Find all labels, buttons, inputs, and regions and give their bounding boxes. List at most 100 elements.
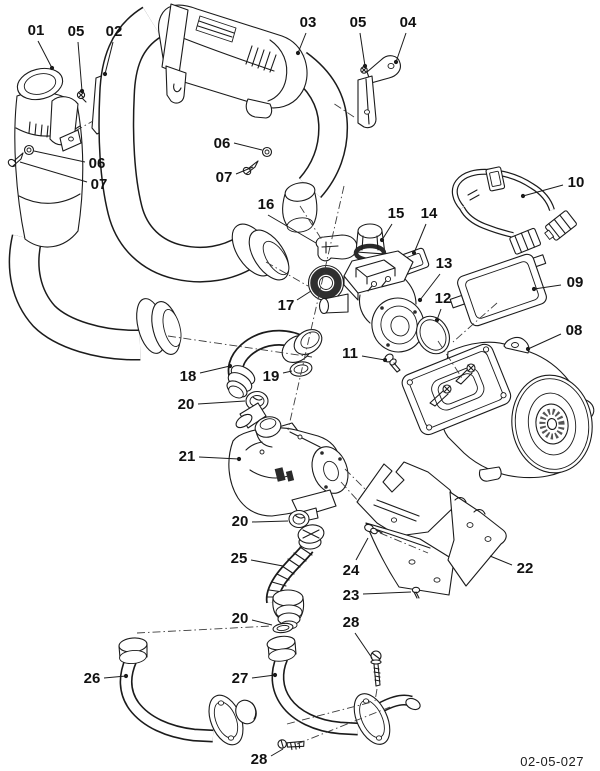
part-28-screw-lower (277, 739, 305, 751)
callout-end-dot (531, 286, 537, 292)
callout-14: 14 (411, 205, 438, 256)
part-15-cap (353, 223, 387, 263)
callout-end-dot (49, 65, 55, 71)
part-17-seal (307, 264, 345, 302)
callout-11: 11 (342, 345, 388, 363)
part-21-heater-unit (228, 402, 349, 523)
callout-03: 03 (295, 14, 316, 56)
part-13-housing (318, 250, 425, 353)
callout-leader-line (235, 166, 254, 175)
callout-leader-line (267, 214, 317, 244)
callout-label-16: 16 (258, 196, 275, 213)
callout-label-17: 17 (278, 297, 295, 314)
callout-27: 27 (232, 670, 278, 687)
part-10-harness (451, 166, 577, 255)
callout-label-05: 05 (68, 23, 85, 40)
callout-leader-line (395, 32, 407, 63)
callout-leader-line (381, 223, 393, 241)
callout-06: 06 (214, 135, 263, 152)
callout-leader-line (103, 675, 127, 679)
part-19-oring (289, 361, 313, 377)
callout-end-dot (393, 59, 399, 65)
callout-end-dot (382, 357, 388, 363)
callout-01: 01 (28, 22, 55, 71)
callout-end-dot (295, 50, 301, 56)
callout-leader-line (77, 41, 83, 92)
callout-end-dot (102, 71, 108, 77)
callout-leader-line (533, 284, 562, 290)
callout-label-15: 15 (388, 205, 405, 222)
callout-leader-line (19, 161, 88, 183)
callout-22: 22 (489, 555, 534, 577)
callout-leader-line (251, 674, 276, 679)
callout-20: 20 (232, 610, 273, 627)
callout-04: 04 (393, 14, 417, 65)
callout-leader-line (419, 273, 441, 301)
part-07-screw-left (7, 152, 24, 168)
callout-leader-line (199, 365, 231, 374)
callout-21: 21 (179, 448, 242, 465)
part-20-ring-lower (272, 622, 294, 634)
callout-label-04: 04 (400, 14, 417, 31)
callout-label-28: 28 (251, 751, 268, 768)
callout-20: 20 (178, 396, 246, 413)
callout-label-27: 27 (232, 670, 249, 687)
callout-leader-line (250, 559, 284, 567)
callout-label-25: 25 (231, 550, 248, 567)
callout-label-06: 06 (214, 135, 231, 152)
callout-leader-line (37, 40, 53, 69)
callout-end-dot (123, 673, 129, 679)
assembly-axes (74, 102, 498, 745)
callout-20: 20 (232, 513, 289, 530)
callout-leader-line (233, 142, 263, 151)
callout-leader-line (296, 290, 312, 301)
callout-24: 24 (343, 537, 369, 579)
callout-label-20: 20 (232, 513, 249, 530)
part-04-bracket (357, 55, 401, 129)
callout-end-dot (411, 250, 417, 256)
callout-label-07: 07 (91, 176, 108, 193)
callout-leader-line (33, 150, 86, 163)
callout-label-20: 20 (232, 610, 249, 627)
part-06-washer-center (261, 146, 273, 158)
callout-leader-line (198, 456, 240, 460)
callout-28: 28 (343, 614, 373, 659)
callout-13: 13 (417, 255, 453, 303)
callout-label-21: 21 (179, 448, 196, 465)
callout-09: 09 (531, 274, 584, 292)
part-25-flex-hose (265, 524, 325, 630)
part-26-pipe (118, 637, 257, 746)
callout-end-dot (236, 456, 242, 462)
callout-label-13: 13 (436, 255, 453, 272)
callout-label-14: 14 (421, 205, 438, 222)
callout-end-dot (417, 297, 423, 303)
part-28-screw-upper (370, 650, 382, 687)
callout-leader-line (362, 591, 412, 595)
callout-end-dot (362, 63, 368, 69)
callout-label-22: 22 (517, 560, 534, 577)
callout-leader-line (104, 41, 114, 75)
part-22-bracket (356, 461, 507, 596)
callout-05: 05 (68, 23, 85, 94)
callout-leader-line (489, 555, 513, 566)
callout-19: 19 (263, 368, 293, 385)
callout-label-10: 10 (568, 174, 585, 191)
callout-12: 12 (435, 290, 451, 323)
callout-leader-line (270, 748, 284, 757)
callout-28: 28 (251, 748, 284, 768)
callout-label-26: 26 (84, 670, 101, 687)
part-27-pipe (266, 635, 421, 745)
part-23-screw (411, 586, 421, 599)
callout-leader-line (361, 355, 386, 361)
callout-05: 05 (350, 14, 368, 69)
callout-leader-line (359, 32, 366, 67)
callout-leader-line (197, 400, 246, 405)
part-20-ring-middle (288, 509, 310, 529)
callout-label-09: 09 (567, 274, 584, 291)
callout-15: 15 (379, 205, 405, 243)
part-01-silencer (8, 67, 182, 361)
callout-25: 25 (231, 550, 284, 567)
